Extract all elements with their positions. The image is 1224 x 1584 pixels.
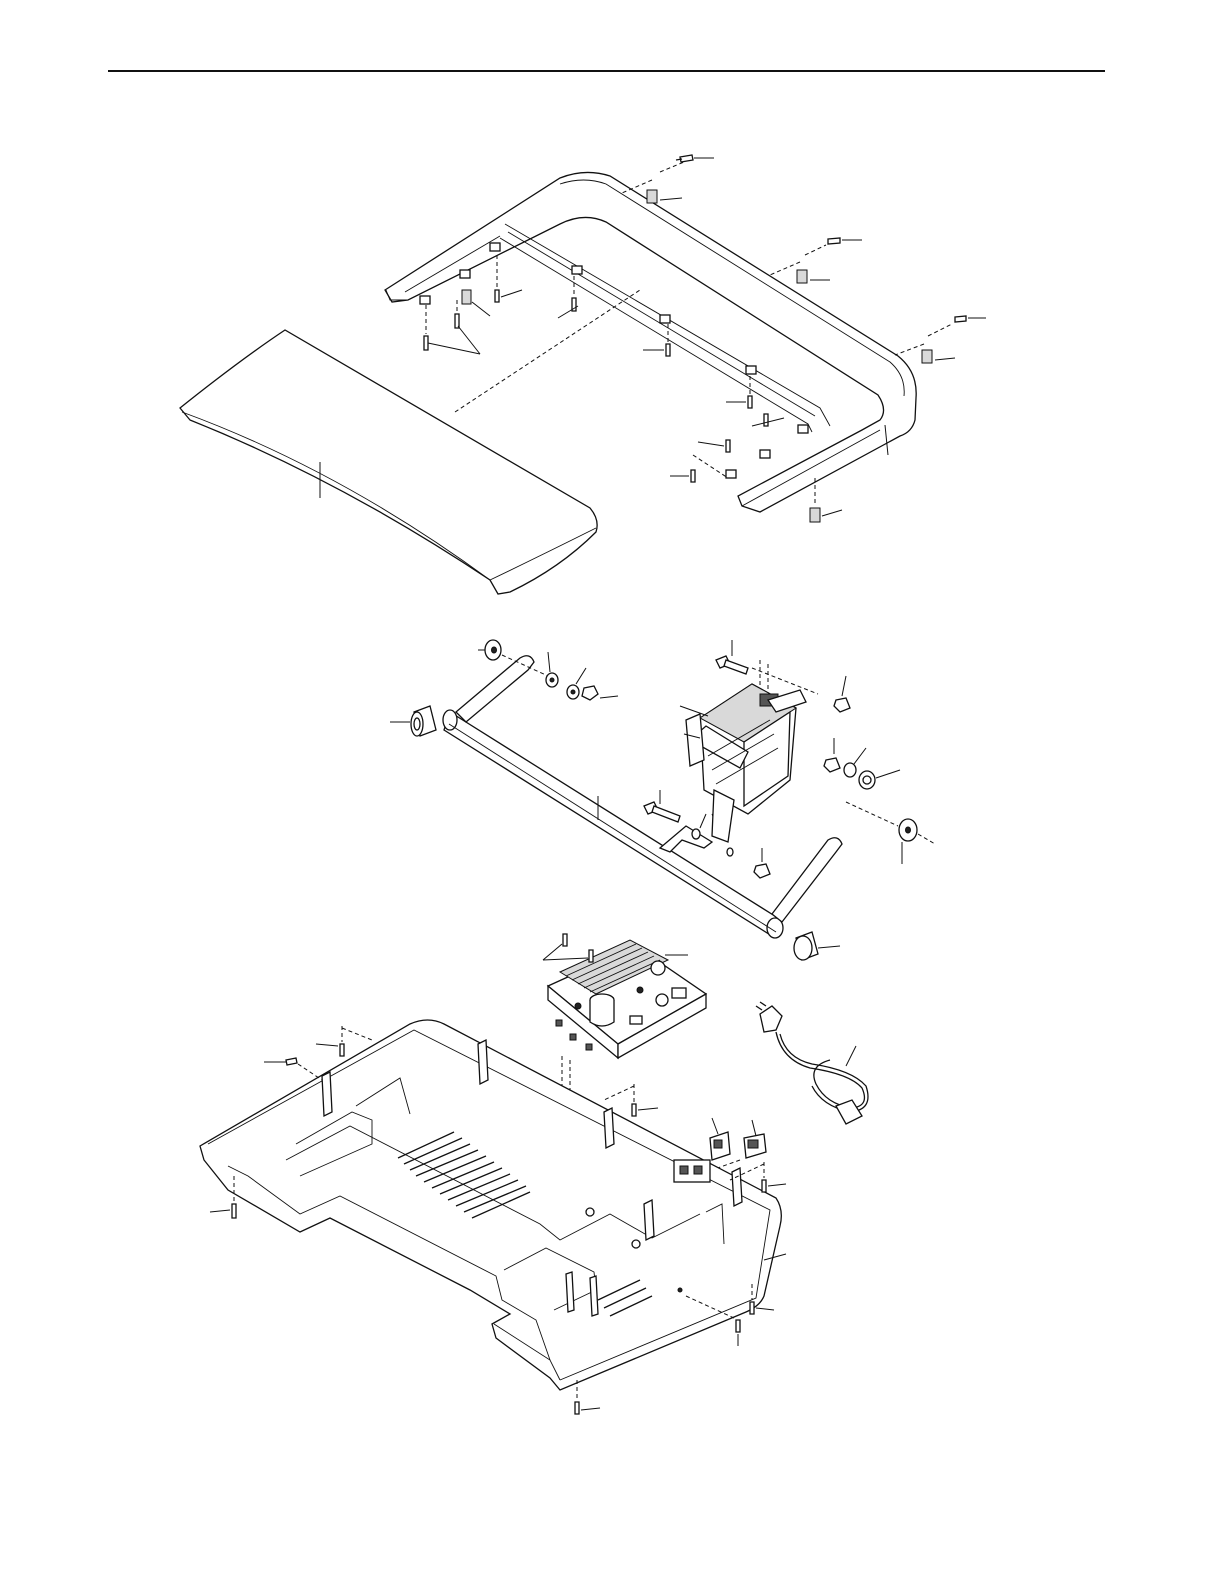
base-pan — [200, 1020, 786, 1390]
power-cord — [756, 1002, 868, 1124]
drive-motor — [680, 684, 806, 842]
board-screws — [543, 934, 593, 962]
base-assembly — [200, 934, 868, 1414]
motor-hood-cover — [180, 330, 597, 594]
hood-assembly — [180, 155, 986, 594]
switch — [710, 1118, 730, 1160]
hood-screws — [424, 155, 986, 506]
motor-assembly — [390, 640, 935, 960]
